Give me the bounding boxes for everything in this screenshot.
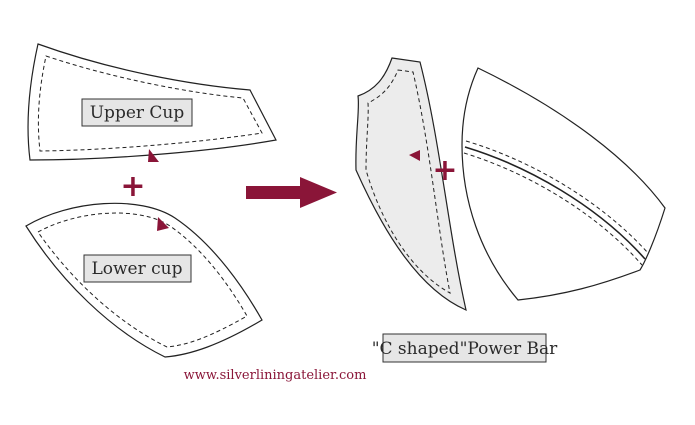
power-bar-outline bbox=[355, 57, 467, 312]
lower-cup-notch bbox=[157, 217, 169, 231]
lower-cup-label: Lower cup bbox=[91, 259, 182, 279]
upper-cup-piece: Upper Cup bbox=[27, 43, 277, 162]
lower-cup-piece: Lower cup bbox=[25, 202, 263, 358]
upper-cup-notch bbox=[148, 149, 159, 162]
assembled-cup-stitch-line-top bbox=[465, 140, 649, 254]
plus-sign-left: + bbox=[120, 169, 145, 204]
power-bar-piece bbox=[355, 57, 467, 312]
upper-cup-label: Upper Cup bbox=[90, 103, 185, 123]
power-bar-label: "C shaped"Power Bar bbox=[372, 339, 558, 359]
power-bar-seam-allowance bbox=[365, 69, 451, 294]
arrow-icon bbox=[246, 177, 337, 208]
power-bar-label-box bbox=[382, 333, 547, 363]
lower-cup-seam-allowance bbox=[37, 212, 248, 348]
plus-sign-right: + bbox=[432, 153, 457, 188]
power-bar-notch bbox=[409, 150, 420, 161]
upper-cup-label-box bbox=[81, 98, 193, 127]
upper-cup-seam-allowance bbox=[37, 55, 263, 152]
assembled-cup-piece bbox=[461, 67, 666, 301]
lower-cup-label-box bbox=[83, 254, 192, 283]
watermark-url: www.silverliningatelier.com bbox=[184, 368, 367, 383]
assembled-cup-stitch-line-bottom bbox=[463, 152, 643, 266]
assembled-cup-seam bbox=[464, 146, 646, 260]
